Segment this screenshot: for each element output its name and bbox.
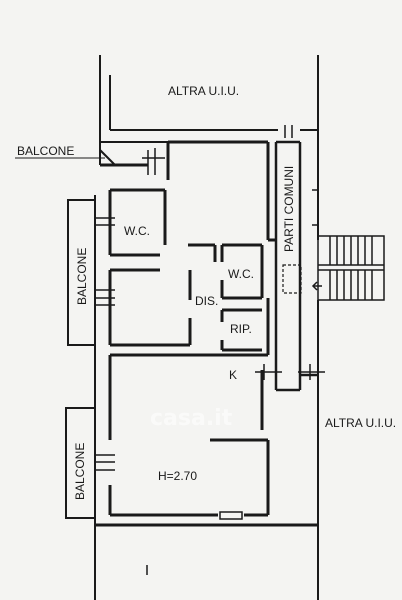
balconies [65, 141, 168, 519]
shaft-box [282, 264, 302, 294]
label-wc-left: W.C. [124, 224, 150, 238]
label-dis: DIS. [195, 294, 218, 308]
parti-comuni-corridor [274, 140, 318, 392]
label-altra-uiu-right: ALTRA U.I.U. [325, 416, 396, 430]
label-balcone-left-upper: BALCONE [75, 248, 89, 305]
label-rip: RIP. [230, 322, 252, 336]
label-balcone-top: BALCONE [17, 144, 74, 158]
watermark-text: casa.it [150, 406, 233, 431]
label-k: K [229, 368, 237, 382]
label-balcone-left-lower: BALCONE [73, 443, 87, 500]
label-altra-uiu-top: ALTRA U.I.U. [168, 84, 239, 98]
label-parti-comuni: PARTI COMUNI [282, 166, 296, 252]
label-height: H=2.70 [158, 469, 197, 483]
window-marks [96, 125, 325, 575]
staircase [311, 235, 385, 301]
apartment-walls [95, 140, 318, 527]
label-wc-right: W.C. [228, 267, 254, 281]
